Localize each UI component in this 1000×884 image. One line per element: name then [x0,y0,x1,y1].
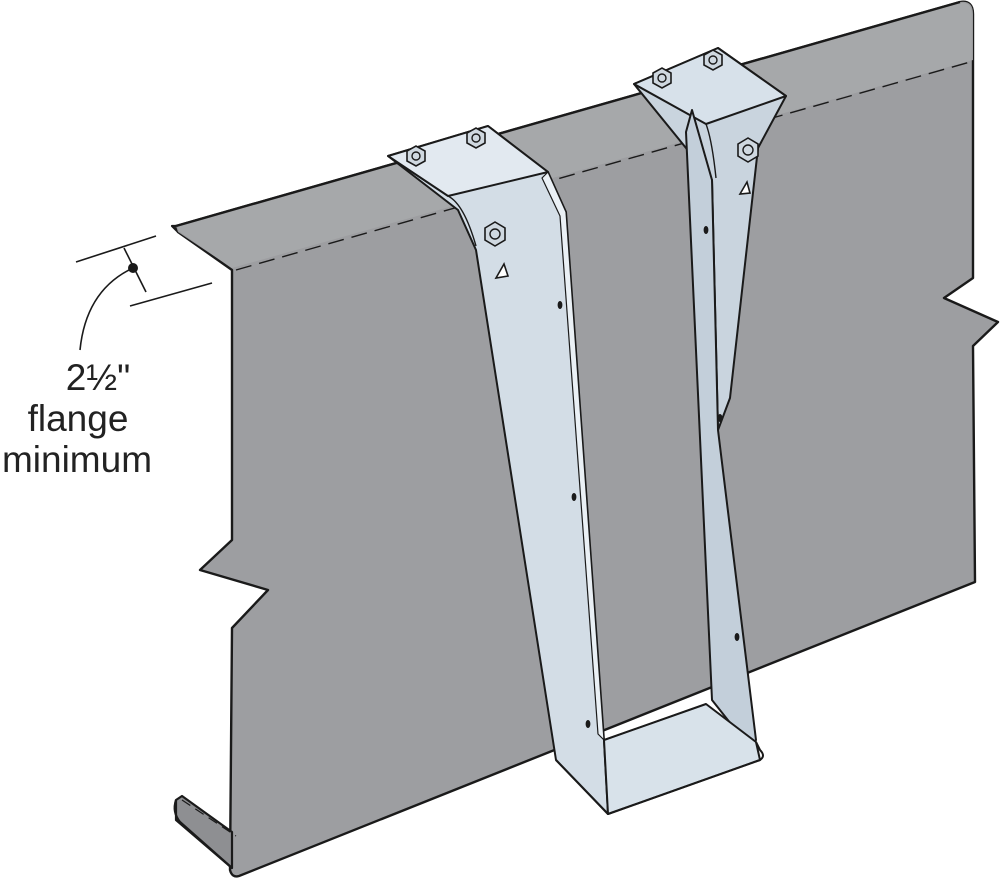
hex-head-screw-icon [652,67,672,89]
joist-hanger [387,47,787,815]
hanger-seat-inner-edge [603,703,707,741]
triangle-marker-icon [738,179,752,195]
hanger-back-bend-line [705,123,717,179]
header-bottom-dashed-line [181,799,237,837]
nail-hole-icon [557,301,563,309]
dimension-extension-line-bottom [129,282,213,307]
hex-head-screw-icon [406,145,426,167]
triangle-marker-icon [494,262,510,280]
flange-dimension-callout: 2½" flange minimum [2,235,213,480]
dimension-extension-line-top [75,235,157,263]
hanger-front-bend-line [447,195,477,247]
nail-hole-icon [717,414,723,422]
hex-head-screw-icon [484,221,506,247]
hanger-seat-front [555,741,764,815]
nail-hole-icon [734,633,740,641]
header-bottom-flange [174,794,234,870]
steel-header [170,0,1000,878]
hex-head-screw-icon [466,127,486,149]
callout-line-3: minimum [2,439,152,480]
header-flange-dashed-line [235,61,971,271]
nail-hole-icon [571,493,577,501]
callout-line-1: 2½" [66,357,131,398]
hanger-front-side-face [541,171,605,741]
nail-hole-icon [703,226,709,234]
header-top-flange-face [176,1,973,268]
hex-head-screw-icon [703,49,723,71]
nail-hole-icon [585,720,591,728]
callout-line-2: flange [28,398,129,439]
header-top-edge [175,0,961,228]
header-bottom-edge [173,799,233,869]
hanger-back-top-flange [633,47,787,125]
hex-head-screw-icon [737,137,759,163]
leader-line [79,267,134,351]
